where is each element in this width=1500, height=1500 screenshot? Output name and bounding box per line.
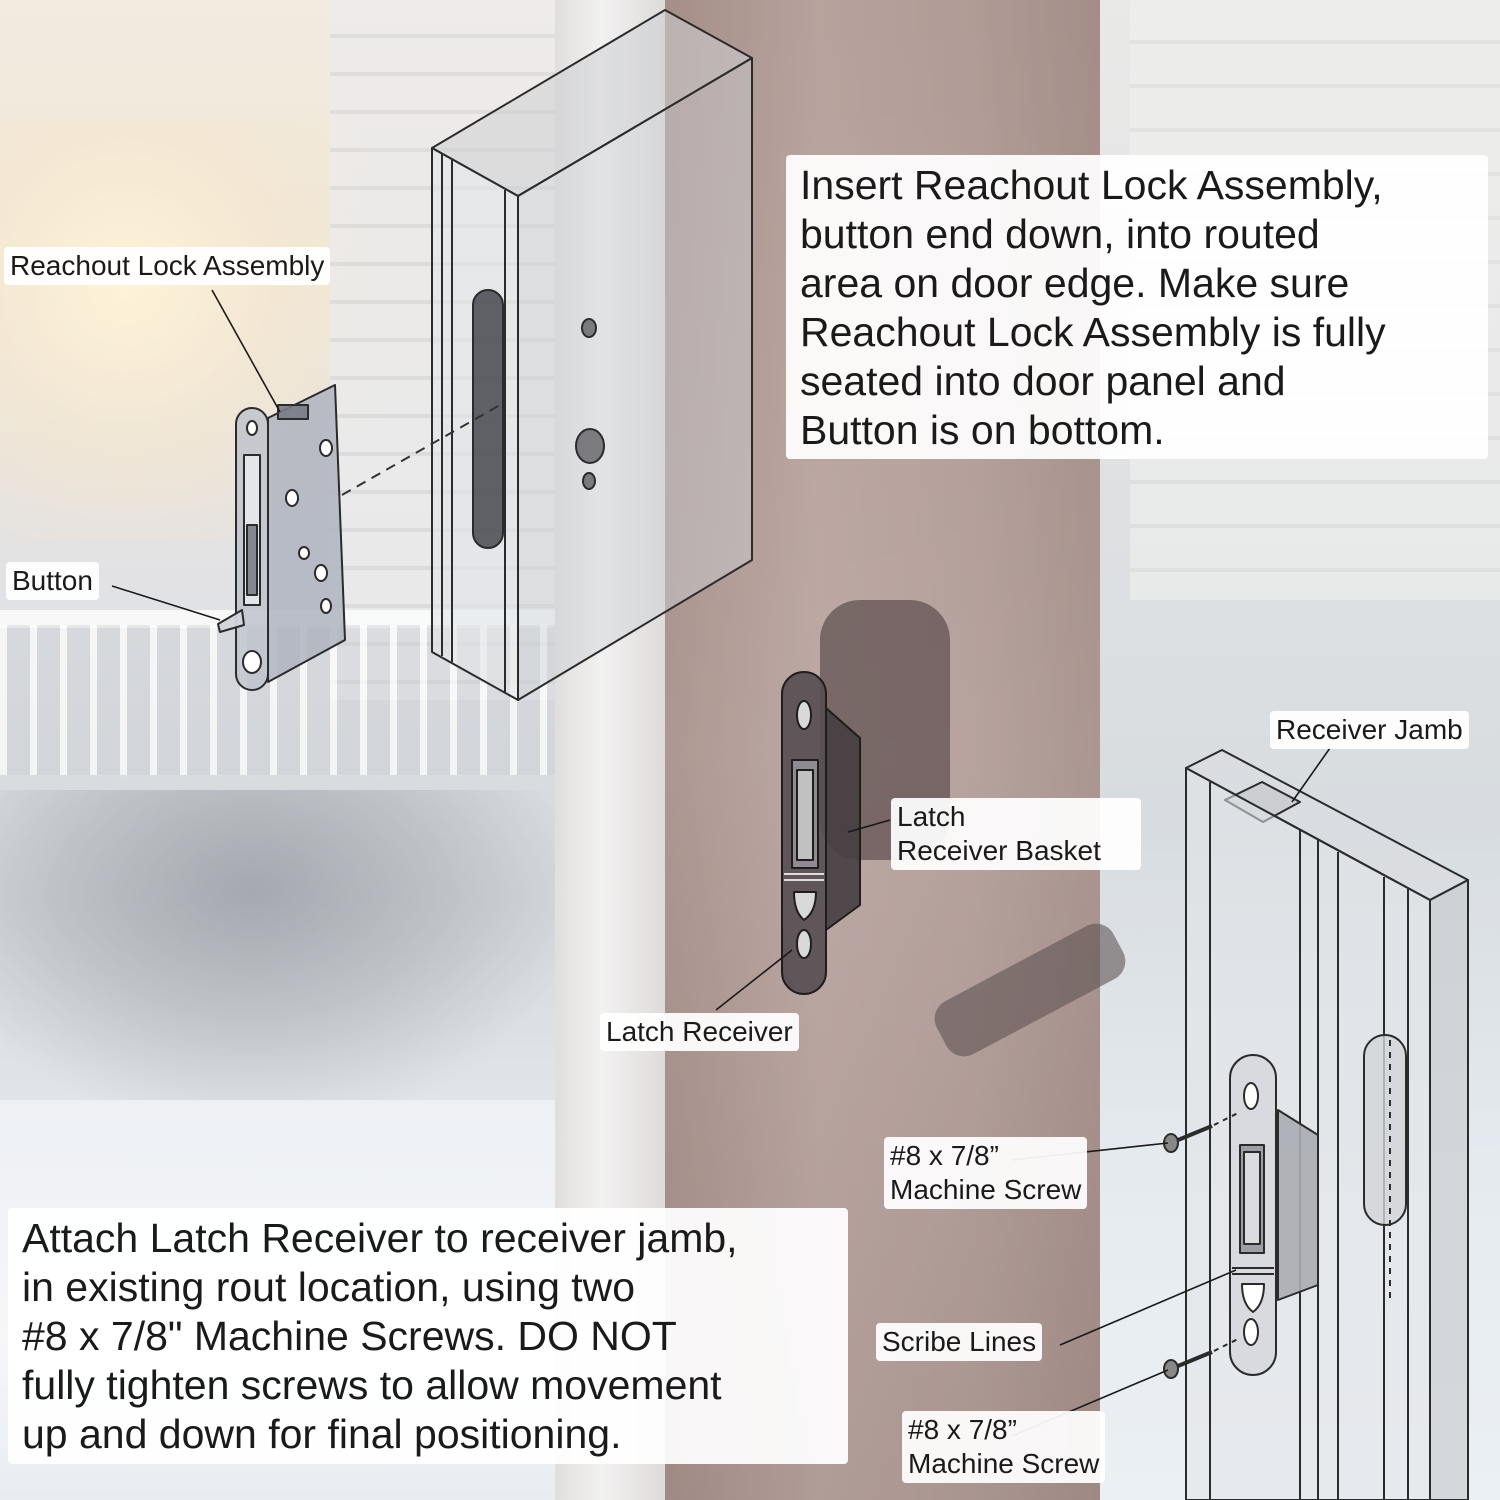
machine-screw-bottom-drawing — [1163, 1350, 1213, 1379]
label-latch-receiver: Latch Receiver — [600, 1013, 799, 1051]
label-latch-receiver-basket: Latch Receiver Basket — [891, 798, 1141, 870]
label-reachout-lock-assembly: Reachout Lock Assembly — [4, 247, 331, 285]
leader-lines — [111, 289, 1331, 1437]
leader-latch-basket — [847, 819, 891, 833]
instruction-step-1: Insert Reachout Lock Assembly, button en… — [786, 155, 1488, 459]
label-line: #8 x 7/8” — [890, 1140, 999, 1171]
label-machine-screw-bottom: #8 x 7/8” Machine Screw — [902, 1411, 1106, 1483]
instruction-line: #8 x 7/8" Machine Screws. DO NOT — [22, 1313, 677, 1359]
alignment-dashed-line — [341, 404, 501, 496]
button-drawing — [217, 609, 245, 633]
label-line: #8 x 7/8” — [908, 1414, 1017, 1445]
instruction-step-2: Attach Latch Receiver to receiver jamb, … — [8, 1208, 848, 1464]
reachout-lock-assembly-drawing — [217, 384, 346, 691]
machine-screw-top-drawing — [1163, 1124, 1213, 1153]
leader-button — [111, 585, 221, 621]
label-button: Button — [6, 562, 99, 600]
instruction-line: in existing rout location, using two — [22, 1264, 636, 1310]
instruction-line: Button is on bottom. — [800, 407, 1165, 453]
patio-table — [0, 790, 560, 1120]
label-line: Receiver Basket — [897, 835, 1101, 866]
instruction-line: fully tighten screws to allow movement — [22, 1362, 722, 1408]
instruction-line: Reachout Lock Assembly is fully — [800, 309, 1386, 355]
label-machine-screw-top: #8 x 7/8” Machine Screw — [884, 1137, 1088, 1209]
leader-reachout-lock — [211, 289, 281, 413]
instruction-line: seated into door panel and — [800, 358, 1286, 404]
receiver-jamb-drawing — [1163, 749, 1469, 1500]
label-line: Machine Screw — [890, 1174, 1082, 1205]
leader-scribe-lines — [1059, 1269, 1237, 1346]
label-receiver-jamb: Receiver Jamb — [1270, 711, 1469, 749]
instruction-line: Attach Latch Receiver to receiver jamb, — [22, 1215, 738, 1261]
label-scribe-lines: Scribe Lines — [876, 1323, 1043, 1361]
label-line: Latch — [897, 801, 966, 832]
latch-receiver-drawing — [781, 671, 861, 995]
instruction-line: Insert Reachout Lock Assembly, — [800, 162, 1383, 208]
leader-latch-receiver — [715, 949, 793, 1011]
label-line: Machine Screw — [908, 1448, 1100, 1479]
leader-receiver-jamb — [1291, 747, 1331, 803]
door-edge-panel — [431, 9, 753, 701]
instruction-line: area on door edge. Make sure — [800, 260, 1350, 306]
instruction-line: button end down, into routed — [800, 211, 1320, 257]
instruction-line: up and down for final positioning. — [22, 1411, 622, 1457]
